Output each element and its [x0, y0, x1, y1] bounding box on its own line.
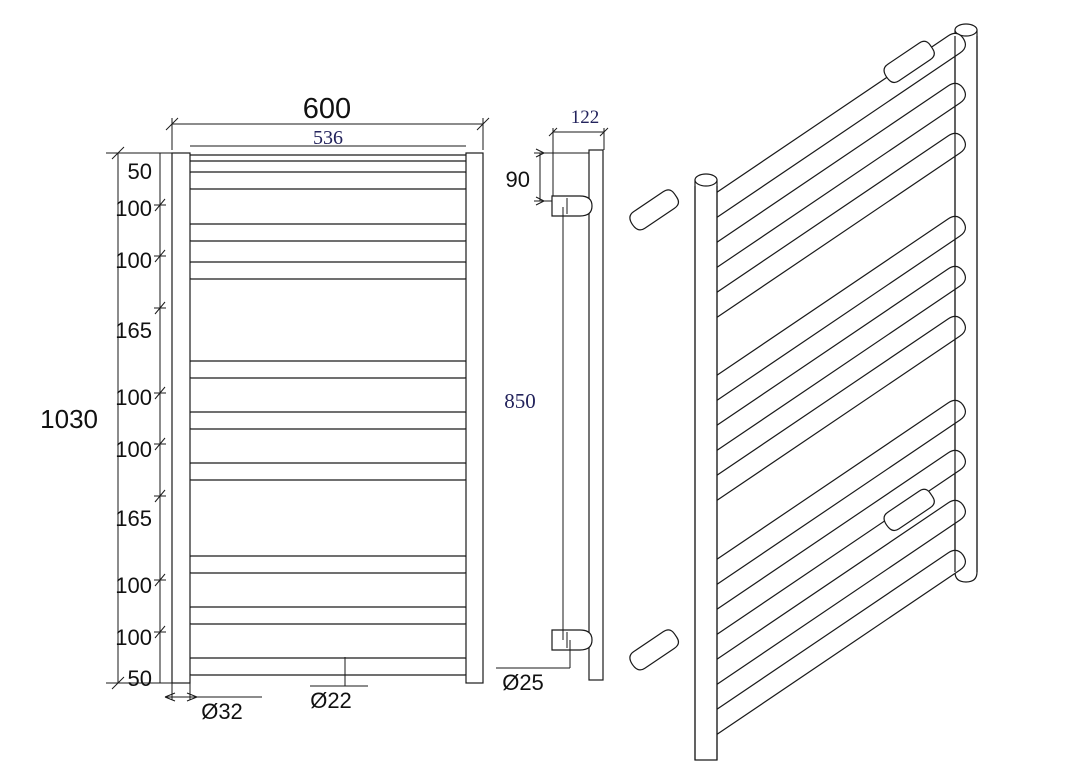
- dimension-post-850: 850: [504, 207, 564, 640]
- spacing-label-10: 50: [128, 666, 152, 691]
- dimension-bracket-offset-90: 90: [506, 148, 590, 206]
- dimension-width-600: 600: [165, 93, 490, 150]
- iso-bracket-front-bottom: [629, 629, 680, 671]
- post-diameter-label: Ø32: [201, 699, 243, 724]
- width-536-label: 536: [313, 127, 343, 149]
- spacing-label-5: 100: [115, 385, 152, 410]
- dimension-height-1030: 1030: [40, 146, 172, 690]
- callout-post-diameter: Ø32: [164, 683, 262, 724]
- rail-diameter-label: Ø22: [310, 688, 352, 713]
- depth-122-label: 122: [571, 107, 600, 128]
- iso-bracket-front-top: [629, 189, 680, 231]
- spacing-label-3: 100: [115, 248, 152, 273]
- iso-post-front: [694, 173, 718, 761]
- spacing-label-6: 100: [115, 437, 152, 462]
- spacing-slashes: [154, 198, 166, 639]
- side-bracket-bottom: [551, 629, 593, 651]
- spacing-label-9: 100: [115, 625, 152, 650]
- iso-post-rear: [954, 23, 978, 583]
- bracket-offset-90-label: 90: [506, 167, 530, 192]
- spacing-label-8: 100: [115, 573, 152, 598]
- spacing-label-4: 165: [115, 318, 152, 343]
- front-posts: [171, 152, 484, 684]
- spacing-label-2: 100: [115, 196, 152, 221]
- side-bracket-top: [551, 195, 593, 217]
- front-rails: [182, 154, 474, 676]
- dimension-depth-122: 122: [548, 107, 609, 200]
- post-850-label: 850: [504, 389, 536, 413]
- callout-rail-diameter: Ø22: [310, 657, 368, 713]
- side-post: [588, 149, 604, 681]
- dimension-width-536: 536: [190, 127, 466, 149]
- width-600-label: 600: [303, 93, 351, 125]
- spacing-label-7: 165: [115, 506, 152, 531]
- callout-bracket-diameter: Ø25: [496, 640, 571, 695]
- iso-bracket-rear-bottom: [883, 488, 935, 532]
- height-1030-label: 1030: [40, 404, 98, 434]
- side-view-group: 122 90 850: [496, 107, 609, 695]
- spacing-label-1: 50: [128, 159, 152, 184]
- bracket-diameter-label: Ø25: [502, 670, 544, 695]
- iso-view-group: [629, 23, 978, 761]
- iso-bracket-rear-top: [883, 40, 935, 84]
- iso-post-edges: [694, 36, 978, 760]
- front-view-group: 600 536 1030: [40, 93, 490, 724]
- front-post-left: [171, 152, 191, 684]
- dimension-spacing-chain: 50 100 100 165 100 100 165 100 100 50: [115, 152, 166, 691]
- iso-rails: [698, 32, 966, 739]
- front-post-right: [465, 152, 484, 684]
